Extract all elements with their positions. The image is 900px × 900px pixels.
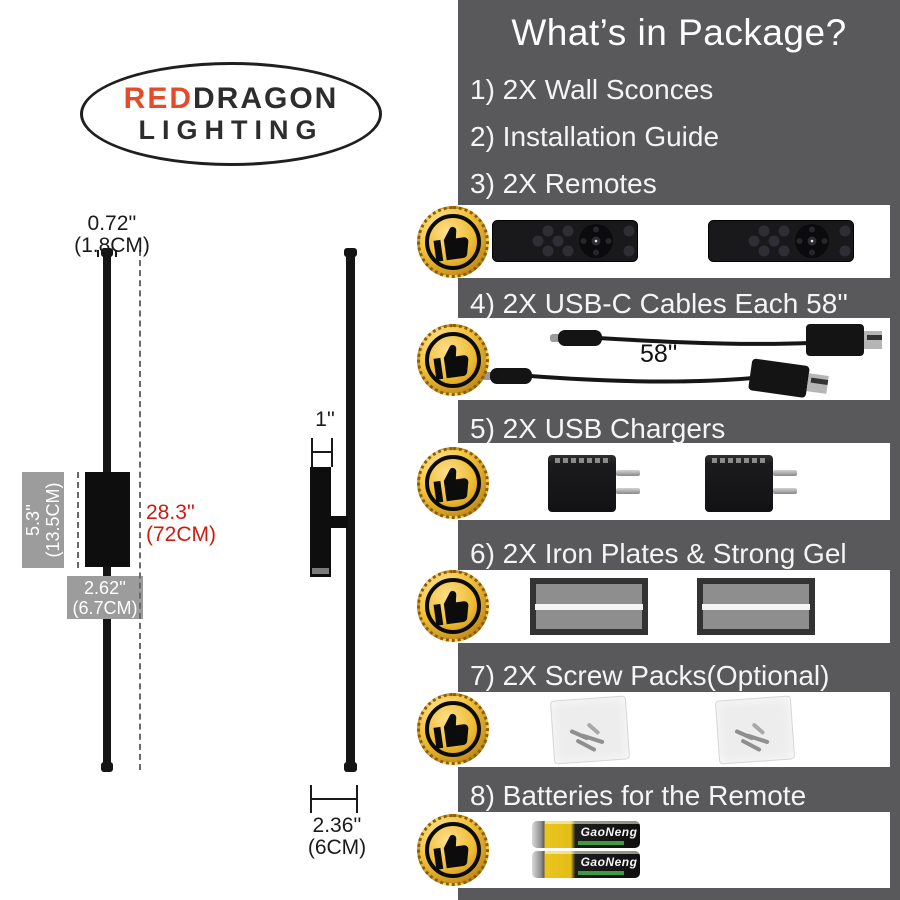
thumbs-up-icon	[433, 226, 469, 262]
dimension-label-total-length: 28.3'' (72CM)	[146, 501, 217, 546]
battery-brand: GaoNeng	[580, 825, 638, 839]
package-item-1: 1) 2X Wall Sconces	[470, 74, 714, 105]
sconce-side-bottom-cap	[344, 762, 357, 772]
sconce-side-top-cap	[344, 248, 357, 257]
dimension-label-rod-diameter: 0.72'' (1.8CM)	[74, 212, 150, 257]
dimension-label-arm-width: 1''	[315, 408, 335, 431]
photo-row-remotes	[458, 205, 890, 278]
sconce-side-wall-plate	[310, 467, 331, 577]
sconce-side-rod	[346, 255, 355, 770]
measure-tick	[97, 250, 99, 257]
photo-row-cables: 58''	[458, 318, 890, 400]
photo-row-screw-packs	[458, 692, 890, 767]
thumbs-up-icon	[433, 467, 469, 503]
dimension-line-plate-height	[77, 472, 79, 568]
brand-logo: REDDRAGON LIGHTING	[80, 62, 382, 166]
dimension-label-plate-height: 5.3'' (13.5CM)	[22, 472, 64, 568]
thumbs-up-icon	[433, 590, 469, 626]
iron-plate-image	[530, 578, 648, 635]
measure-tick	[115, 250, 117, 257]
package-item-3: 3) 2X Remotes	[470, 168, 657, 199]
dimension-label-depth: 2.36'' (6CM)	[307, 814, 367, 859]
thumbs-up-coin-icon	[417, 324, 489, 396]
package-panel: What’s in Package? 1) 2X Wall Sconces 2)…	[417, 0, 900, 900]
thumbs-up-coin-icon	[417, 206, 489, 278]
usb-charger-image	[548, 455, 640, 512]
brand-name: REDDRAGON	[124, 83, 339, 115]
sconce-front-top-cap	[101, 248, 113, 257]
sconce-side-arm	[330, 516, 348, 528]
photo-row-iron-plates	[458, 570, 890, 643]
package-item-8: 8) Batteries for the Remote	[470, 780, 807, 811]
usb-cable-image	[482, 324, 882, 398]
panel-title: What’s in Package?	[511, 12, 847, 53]
cable-length-label: 58''	[640, 340, 678, 368]
sconce-front-wall-plate	[85, 472, 130, 567]
battery-image: GaoNeng	[532, 851, 640, 878]
thumbs-up-icon	[433, 834, 469, 870]
photo-row-batteries: GaoNeng GaoNeng	[458, 812, 890, 888]
iron-plate-image	[697, 578, 815, 635]
package-item-5: 5) 2X USB Chargers	[470, 413, 726, 444]
dimension-line-total-length	[139, 250, 141, 770]
plate-base-detail	[312, 568, 329, 574]
remote-image	[708, 220, 854, 262]
package-item-2: 2) Installation Guide	[470, 121, 720, 152]
package-item-4: 4) 2X USB-C Cables Each 58''	[470, 288, 848, 319]
brand-name-red: RED	[123, 82, 193, 115]
dimension-label-plate-width: 2.62'' (6.7CM)	[67, 576, 143, 619]
thumbs-up-coin-icon	[417, 447, 489, 519]
measure-bar	[311, 451, 333, 453]
battery-image: GaoNeng	[532, 821, 640, 848]
package-item-7: 7) 2X Screw Packs(Optional)	[470, 660, 830, 691]
battery-brand: GaoNeng	[580, 855, 638, 869]
screw-pack-image	[714, 695, 796, 765]
thumbs-up-icon	[433, 713, 469, 749]
thumbs-up-icon	[433, 344, 469, 380]
package-item-6: 6) 2X Iron Plates & Strong Gel	[470, 538, 847, 569]
brand-subtitle: LIGHTING	[138, 115, 324, 145]
photo-row-chargers	[458, 443, 890, 520]
thumbs-up-coin-icon	[417, 693, 489, 765]
sconce-front-bottom-cap	[101, 762, 113, 772]
thumbs-up-coin-icon	[417, 570, 489, 642]
brand-name-black: DRAGON	[193, 82, 339, 115]
measure-bar	[310, 798, 358, 800]
usb-charger-image	[705, 455, 797, 512]
screw-pack-image	[549, 695, 631, 765]
remote-image	[492, 220, 638, 262]
thumbs-up-coin-icon	[417, 814, 489, 886]
